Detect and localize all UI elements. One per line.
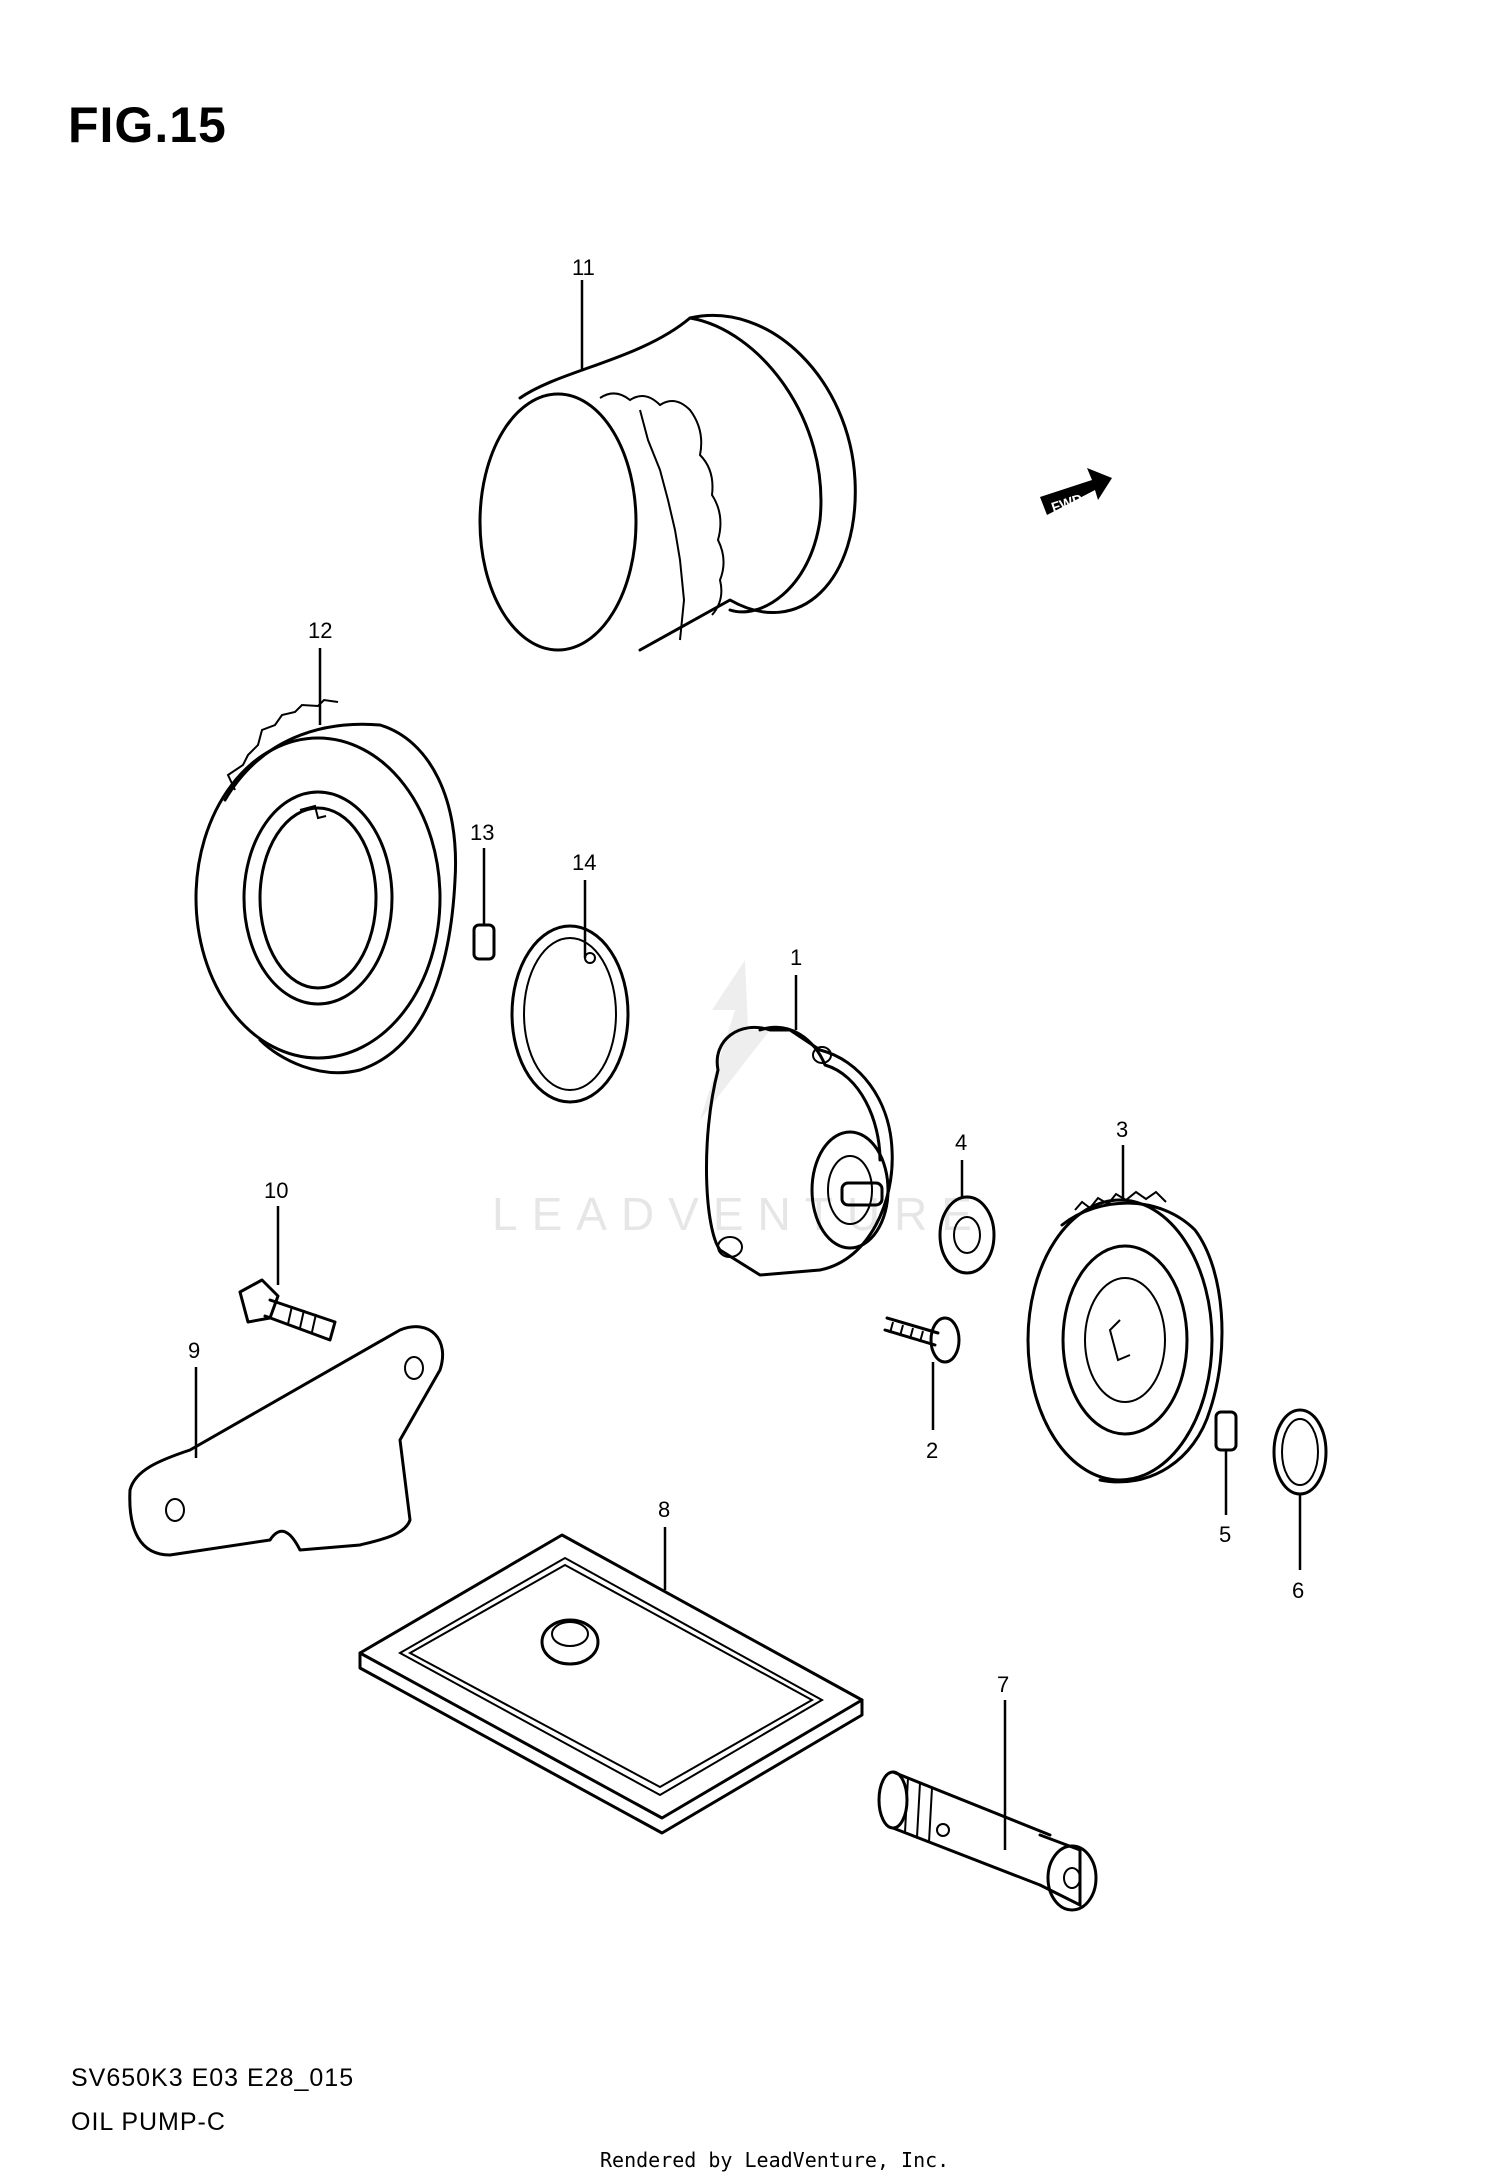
callout-10: 10 [264,1178,288,1203]
callout-5: 5 [1219,1522,1231,1547]
callout-8: 8 [658,1497,670,1522]
callout-6: 6 [1292,1578,1304,1603]
fwd-arrow-icon: FWD [1040,468,1112,515]
callout-13: 13 [470,820,494,845]
part-5-pin[interactable] [1214,1410,1238,1452]
part-13-dowel-pin[interactable] [472,923,496,961]
part-7-oil-pressure-switch[interactable] [877,1770,1098,1912]
part-3-driven-gear[interactable] [1026,1190,1224,1484]
callout-labels: 11 12 13 14 1 4 3 10 9 8 2 5 6 7 [188,255,1304,1697]
part-8-oil-strainer[interactable] [358,1533,864,1835]
part-1-oil-pump[interactable] [705,1025,894,1277]
callout-3: 3 [1116,1117,1128,1142]
callout-14: 14 [572,850,596,875]
diagram-name: OIL PUMP-C [71,2108,226,2136]
leader-lines [194,280,1302,1850]
figure-title: FIG.15 [68,97,227,153]
callout-7: 7 [997,1672,1009,1697]
callout-2: 2 [926,1438,938,1463]
part-12-drive-gear[interactable] [194,698,458,1075]
part-4-washer[interactable] [938,1195,996,1275]
part-10-bolt[interactable] [238,1278,337,1342]
callout-11: 11 [572,255,595,280]
part-2-screw[interactable] [883,1316,961,1364]
watermark: LEADVENTURE [492,960,986,1240]
callout-1: 1 [790,945,802,970]
model-code: SV650K3 E03 E28_015 [71,2064,355,2092]
callout-9: 9 [188,1338,200,1363]
callout-12: 12 [308,618,332,643]
watermark-text: LEADVENTURE [492,1188,986,1240]
rendered-by-credit: Rendered by LeadVenture, Inc. [600,2148,950,2172]
part-11-oil-filter[interactable] [478,314,857,652]
part-9-plate[interactable] [128,1325,445,1557]
callout-4: 4 [955,1130,967,1155]
part-6-circlip[interactable] [1272,1408,1328,1496]
part-14-circlip[interactable] [510,924,630,1104]
